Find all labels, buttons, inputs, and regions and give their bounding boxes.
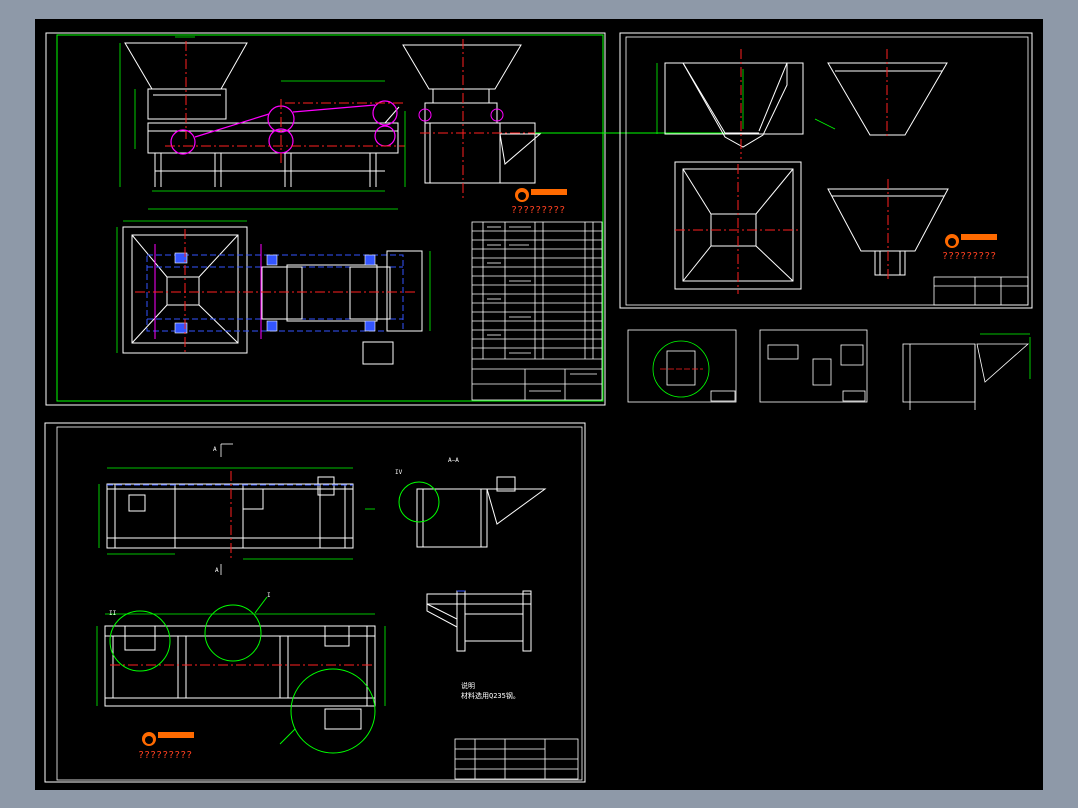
logo-icon — [945, 234, 997, 248]
notes-title: 说明 — [461, 681, 475, 690]
view-direction-label-bottom: A — [215, 567, 219, 574]
frame-plan-dimensions — [96, 613, 386, 706]
frame-section-aa — [416, 476, 547, 548]
plan-dimensions — [116, 220, 431, 353]
detail-circles — [109, 596, 376, 754]
detail-circle-iv — [398, 481, 440, 523]
detail-sheet-2 — [759, 329, 868, 403]
sheet-frame: A A A—A IV — [44, 422, 586, 783]
hopper-side — [827, 188, 949, 276]
detail-sheet-1 — [627, 329, 737, 403]
side-view-rollers — [418, 108, 504, 122]
logo-icon — [142, 732, 194, 746]
frame-title-block — [454, 738, 579, 780]
dimension-lines — [119, 36, 406, 210]
frame-plan-view — [104, 625, 376, 730]
watermark-text: ????????? — [138, 750, 192, 761]
view-direction-label: A — [213, 446, 217, 453]
hopper-elevation — [827, 62, 948, 136]
side-view — [402, 44, 542, 184]
centerlines-front — [165, 41, 405, 164]
hopper-centerlines — [675, 49, 889, 294]
hopper-section-view — [664, 62, 804, 148]
logo-icon — [515, 188, 567, 202]
detail-sheet-3 — [902, 333, 1031, 410]
plan-view — [122, 226, 423, 365]
detail-i-label: I — [267, 592, 271, 599]
frame-iso-view — [426, 590, 532, 652]
plan-centerlines — [135, 229, 415, 355]
sheet-hopper: ????????? — [619, 32, 1033, 309]
parts-list — [471, 221, 603, 401]
cad-canvas[interactable]: ????????? — [35, 19, 1043, 790]
watermark-text: ????????? — [942, 251, 996, 262]
notes-body: 材料选用Q235钢。 — [461, 691, 520, 700]
hopper-dimensions — [656, 63, 836, 134]
view-marker-a — [220, 443, 233, 575]
plan-bearings — [174, 252, 376, 334]
frame-front-view — [106, 476, 354, 549]
detail-ii-label: II — [109, 610, 117, 617]
section-aa-label: A—A — [448, 457, 459, 464]
frame-front-dimensions — [98, 467, 375, 560]
side-centerlines — [420, 39, 555, 199]
detail-iv-label: IV — [395, 469, 403, 476]
watermark-text: ????????? — [511, 205, 565, 216]
feed-hopper-front — [124, 42, 400, 187]
parts-list-text — [487, 226, 597, 392]
hopper-title-block — [933, 276, 1029, 306]
drawing-svg[interactable]: ????????? — [35, 19, 1043, 790]
sheet-main-assembly: ????????? — [45, 32, 755, 406]
